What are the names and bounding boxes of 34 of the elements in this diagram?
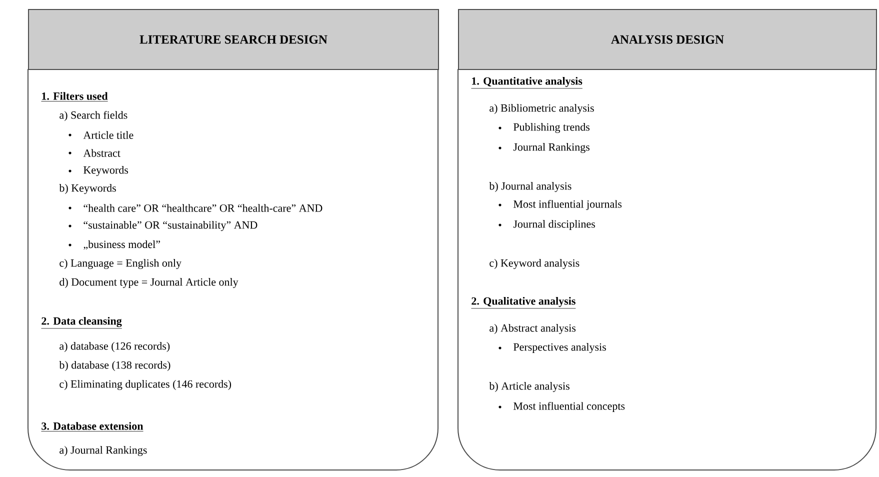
- list-item: c) Language = English only: [60, 259, 182, 269]
- header-box: LITERATURE SEARCH DESIGN: [28, 9, 439, 70]
- list-item: a) database (126 records): [60, 342, 170, 352]
- section-heading: 2. Data cleansing: [41, 316, 122, 329]
- list-item: d) Document type = Journal Article only: [60, 278, 238, 288]
- list-item: c) Eliminating duplicates (146 records): [60, 380, 232, 390]
- section-heading: 1. Filters used: [41, 92, 108, 102]
- list-item: a) Journal Rankings: [60, 446, 147, 456]
- bullet-item: Most influential concepts: [498, 402, 625, 412]
- bullet-item: Journal Rankings: [498, 143, 590, 153]
- bullet-item: Article title: [68, 131, 134, 139]
- bullet-item: Keywords: [68, 166, 128, 176]
- list-item: b) Article analysis: [489, 382, 570, 392]
- list-item: b) Keywords: [59, 184, 116, 194]
- header-box: ANALYSIS DESIGN: [458, 9, 877, 70]
- bullet-item: Most influential journals: [498, 200, 622, 210]
- bullet-item: Abstract: [68, 149, 120, 157]
- list-item: c) Keyword analysis: [490, 259, 580, 269]
- section-heading: 3. Database extension: [41, 422, 144, 432]
- bullet-item: Perspectives analysis: [498, 343, 606, 353]
- list-item: a) Bibliometric analysis: [490, 104, 594, 114]
- bullet-item: “sustainable” OR “sustainability” AND: [68, 221, 258, 231]
- panel-box: [28, 68, 438, 470]
- bullet-item: Journal disciplines: [498, 220, 595, 230]
- list-item: b) Journal analysis: [489, 182, 572, 192]
- bullet-item: „business model”: [68, 240, 160, 250]
- section-heading: 2. Qualitative analysis: [471, 297, 576, 309]
- bullet-item: “health care” OR “healthcare” OR “health-care” AND: [68, 204, 322, 212]
- list-item: a) Search fields: [60, 110, 128, 122]
- section-heading: 1. Quantitative analysis: [471, 77, 583, 89]
- bullet-item: Publishing trends: [498, 123, 590, 133]
- list-item: b) database (138 records): [59, 361, 170, 371]
- panel-box: [458, 68, 876, 470]
- list-item: a) Abstract analysis: [490, 324, 576, 334]
